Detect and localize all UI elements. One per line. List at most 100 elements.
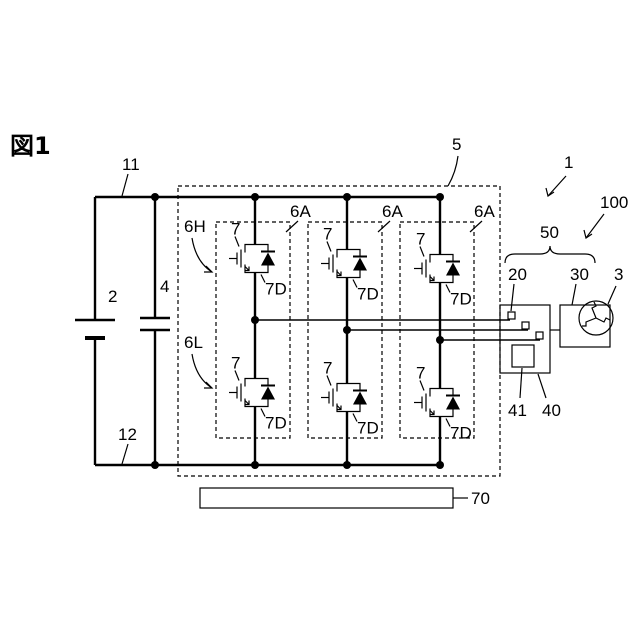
switch-label: 7 (416, 230, 425, 249)
diode-leader (261, 409, 265, 417)
upper-arm-leader (192, 238, 212, 272)
diode-wire (347, 250, 360, 256)
leg-leader-w (470, 221, 482, 232)
figure-title: 図1 (10, 132, 51, 160)
igbt-collector (337, 384, 347, 392)
capacitor-label: 4 (160, 277, 169, 296)
phase-leg-u: 7 7D 7 7D (229, 193, 287, 469)
diode-label: 7D (450, 424, 472, 443)
sensor-label: 20 (508, 265, 527, 284)
switch-label: 7 (323, 225, 332, 244)
igbt-collector (245, 379, 255, 387)
sensor-w (536, 332, 543, 339)
diode-label: 7D (450, 290, 472, 309)
device-label: 1 (564, 153, 573, 172)
diode-label: 7D (357, 285, 379, 304)
igbt-collector (430, 389, 440, 397)
switch-label: 7 (231, 220, 240, 239)
junction-dot (251, 461, 259, 469)
junction-dot (436, 461, 444, 469)
system-label: 100 (600, 193, 628, 212)
diode-label: 7D (265, 280, 287, 299)
device-leader (548, 176, 566, 196)
diode-leader (353, 280, 357, 288)
lower-switch-w: 7 7D (414, 340, 472, 465)
motor-winding (596, 318, 610, 322)
block-41-label: 41 (508, 401, 527, 420)
block-40-leader (538, 374, 546, 398)
dc-source-label: 2 (108, 287, 117, 306)
sensor-v (522, 322, 529, 329)
leg-label-w: 6A (474, 202, 495, 221)
diode-wire (347, 271, 360, 278)
leg-label-u: 6A (290, 202, 311, 221)
diode-wire (255, 245, 268, 251)
diode-wire (440, 410, 453, 417)
inverter-leader (448, 156, 458, 186)
diode-triangle (261, 253, 275, 266)
negative-line-leader (122, 444, 128, 464)
diode-label: 7D (357, 419, 379, 438)
diode-leader (446, 419, 450, 427)
junction-dot (343, 193, 351, 201)
motor-winding (592, 302, 596, 318)
junction-dot (343, 461, 351, 469)
phase-leg-w: 7 7D 7 7D (414, 193, 472, 469)
diode-wire (347, 384, 360, 390)
positive-line-label: 11 (122, 155, 140, 174)
diode-leader (261, 275, 265, 283)
leg-label-v: 6A (382, 202, 403, 221)
upper-switch-v: 7 7D (321, 197, 379, 330)
upper-switch-w: 7 7D (414, 197, 472, 340)
diode-triangle (353, 258, 367, 271)
positive-line-leader (122, 174, 128, 196)
diode-wire (255, 266, 268, 273)
lower-arm-label: 6L (184, 333, 203, 352)
block-41 (512, 345, 534, 367)
igbt-collector (245, 245, 255, 253)
housing-label: 30 (570, 265, 589, 284)
diode-wire (440, 276, 453, 283)
board-label: 70 (471, 489, 490, 508)
upper-switch-u: 7 7D (229, 197, 287, 320)
diode-wire (255, 379, 268, 385)
switch-label: 7 (231, 354, 240, 373)
bracket-50-label: 50 (540, 223, 559, 242)
junction-dot (251, 193, 259, 201)
igbt-collector (337, 250, 347, 258)
switch-label: 7 (323, 359, 332, 378)
diode-triangle (261, 387, 275, 400)
junction-dot (151, 193, 159, 201)
phase-leg-v: 7 7D 7 7D (321, 193, 379, 469)
lower-switch-v: 7 7D (321, 330, 379, 465)
negative-line-label: 12 (118, 425, 137, 444)
upper-arm-label: 6H (184, 217, 206, 236)
switch-label: 7 (416, 364, 425, 383)
motor-label: 3 (614, 265, 623, 284)
sensor-leader (511, 284, 514, 311)
diode-wire (440, 389, 453, 395)
block-40-label: 40 (542, 401, 561, 420)
diode-wire (347, 405, 360, 412)
bracket-50 (505, 246, 595, 263)
motor-leader (608, 286, 616, 304)
lower-arm-leader (192, 354, 212, 388)
diode-leader (446, 285, 450, 293)
diode-label: 7D (265, 414, 287, 433)
diode-triangle (446, 263, 460, 276)
igbt-collector (430, 255, 440, 263)
junction-dot (436, 193, 444, 201)
system-leader (586, 214, 604, 238)
diode-wire (255, 400, 268, 407)
board-70 (200, 488, 453, 508)
diode-triangle (353, 392, 367, 405)
motor-winding (582, 318, 596, 326)
diode-leader (353, 414, 357, 422)
junction-dot (151, 461, 159, 469)
diode-wire (440, 255, 453, 261)
sensor-u (508, 312, 515, 319)
lower-switch-u: 7 7D (229, 320, 287, 465)
device-arrowhead (546, 188, 554, 196)
diode-triangle (446, 397, 460, 410)
